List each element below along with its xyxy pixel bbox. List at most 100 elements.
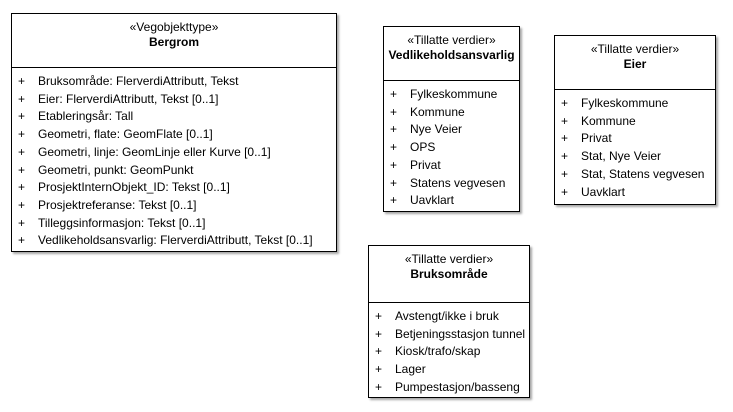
attribute-row: + Betjeningsstasjon tunnel (369, 326, 529, 344)
attribute-row: + Etableringsår: Tall (12, 108, 336, 126)
attribute-list: +Bruksområde: FlerverdiAttributt, Tekst+… (12, 68, 336, 250)
attribute-row: + OPS (384, 139, 519, 157)
class-name: Eier (623, 57, 647, 71)
class-box-eier[interactable]: «Tillatte verdier» Eier + Fylkeskommune + K… (554, 35, 716, 205)
attribute-row: + Privat (384, 157, 519, 175)
attribute-row: + Eier: FlerverdiAttributt, Tekst [0..1] (12, 91, 336, 109)
visibility-marker: + (375, 344, 383, 359)
attribute-row: +Lager (369, 361, 529, 379)
attribute-text: Eier: FlerverdiAttributt, Tekst [0..1] (38, 91, 219, 106)
attribute-row: + Vedlikeholdsansvarlig: FlerverdiAttribu… (12, 232, 336, 250)
attribute-text: Privat (581, 131, 612, 146)
class-name: Vedlikeholdsansvarlig (388, 48, 515, 62)
attribute-row: + Kommune (384, 104, 519, 122)
attribute-text: Prosjektreferanse: Tekst [0..1] (38, 197, 197, 212)
visibility-marker: + (390, 87, 398, 101)
attribute-row: + Geometri, flate: GeomFlate [0..1] (12, 126, 336, 144)
visibility-marker: + (561, 113, 569, 128)
attribute-row: + Fylkeskommune (384, 86, 519, 104)
visibility-marker: + (18, 144, 26, 159)
attribute-text: Geometri, linje: GeomLinje eller Kurve [… (38, 144, 271, 159)
attribute-text: Privat (410, 157, 441, 172)
attribute-text: Fylkeskommune (410, 87, 498, 101)
attribute-text: Statens vegvesen (410, 175, 506, 190)
attribute-text: Stat, Nye Veier (581, 149, 662, 164)
attribute-text: Avstengt/ikke i bruk (395, 309, 499, 323)
attribute-text: Kiosk/trafo/skap (395, 344, 481, 359)
visibility-marker: + (390, 104, 398, 119)
visibility-marker: + (18, 127, 26, 142)
visibility-marker: + (390, 140, 398, 155)
visibility-marker: + (18, 180, 26, 195)
attribute-row: + Kommune (555, 113, 715, 131)
visibility-marker: + (18, 215, 26, 230)
attribute-row: + Nye Veier (384, 121, 519, 139)
attribute-text: Etableringsår: Tall (38, 109, 134, 124)
attribute-list: + Fylkeskommune + Kommune + Nye Veier + OPS + Pri… (384, 81, 519, 210)
attribute-row: + Stat, Nye Veier (555, 148, 715, 166)
attribute-text: Stat, Statens vegvesen (581, 166, 705, 181)
attribute-text: ProsjektInternObjekt_ID: Tekst [0..1] (38, 180, 230, 195)
class-header: «Tillatte verdier» Vedlikeholdsansvarlig (384, 27, 519, 81)
attribute-row: +Uavklart (384, 192, 519, 210)
visibility-marker: + (561, 166, 569, 181)
attribute-row: + Stat, Statens vegvesen (555, 166, 715, 184)
attribute-row: + Fylkeskommune (555, 95, 715, 113)
attribute-row: + Tilleggsinformasjon: Tekst [0..1] (12, 215, 336, 233)
visibility-marker: + (18, 91, 26, 106)
attribute-text: Kommune (581, 113, 636, 128)
attribute-row: + Pumpestasjon/basseng (369, 379, 529, 397)
attribute-text: Bruksområde: FlerverdiAttributt, Tekst (38, 74, 239, 88)
visibility-marker: + (390, 122, 398, 137)
attribute-row: + Avstengt/ikke i bruk (369, 308, 529, 326)
visibility-marker: + (18, 162, 26, 177)
attribute-row: + Prosjektreferanse: Tekst [0..1] (12, 197, 336, 215)
visibility-marker: + (390, 157, 398, 172)
class-header: «Tillatte verdier» Bruksområde (369, 246, 529, 303)
attribute-text: Kommune (410, 104, 465, 119)
stereotype-label: «Tillatte verdier» (404, 252, 494, 266)
attribute-text: Geometri, punkt: GeomPunkt (38, 162, 194, 177)
attribute-row: + Privat (555, 130, 715, 148)
class-name: Bergrom (148, 35, 199, 49)
attribute-row: +Uavklart (555, 184, 715, 202)
attribute-text: OPS (410, 140, 436, 155)
stereotype-label: «Tillatte verdier» (407, 33, 496, 47)
visibility-marker: + (18, 197, 26, 212)
attribute-list: + Fylkeskommune + Kommune + Privat + Stat, Nye … (555, 90, 715, 201)
visibility-marker: + (390, 175, 398, 190)
attribute-row: + Geometri, linje: GeomLinje eller Kurve … (12, 144, 336, 162)
attribute-text: Tilleggsinformasjon: Tekst [0..1] (38, 215, 206, 230)
visibility-marker: + (375, 326, 383, 341)
visibility-marker: + (561, 96, 569, 110)
stereotype-label: «Vegobjekttype» (129, 20, 219, 34)
class-box-vedlikeholdsansvarlig[interactable]: «Tillatte verdier» Vedlikeholdsansvarlig… (383, 26, 520, 212)
attribute-text: Lager (395, 362, 426, 377)
visibility-marker: + (561, 131, 569, 146)
visibility-marker: + (375, 309, 383, 323)
class-box-bruksomrade[interactable]: «Tillatte verdier» Bruksområde + Avstengt… (368, 245, 530, 398)
attribute-text: Nye Veier (410, 122, 463, 137)
attribute-list: + Avstengt/ikke i bruk + Betjeningsstasjon … (369, 303, 529, 397)
attribute-row: + Statens vegvesen (384, 175, 519, 193)
attribute-text: Fylkeskommune (581, 96, 669, 110)
visibility-marker: + (375, 379, 383, 394)
attribute-text: Betjeningsstasjon tunnel (395, 326, 526, 341)
class-header: «Vegobjekttype» Bergrom (12, 14, 336, 68)
attribute-row: + Bruksområde: FlerverdiAttributt, Tekst (12, 73, 336, 91)
attribute-text: Geometri, flate: GeomFlate [0..1] (38, 127, 213, 142)
attribute-row: + Geometri, punkt: GeomPunkt (12, 162, 336, 180)
visibility-marker: + (561, 149, 569, 164)
class-header: «Tillatte verdier» Eier (555, 36, 715, 90)
class-name: Bruksområde (410, 267, 488, 281)
attribute-text: Pumpestasjon/basseng (395, 379, 520, 394)
visibility-marker: + (18, 109, 26, 124)
visibility-marker: + (561, 184, 569, 199)
visibility-marker: + (18, 74, 26, 88)
visibility-marker: + (18, 233, 26, 248)
attribute-text: Vedlikeholdsansvarlig: FlerverdiAttribut… (38, 233, 313, 248)
attribute-row: + Kiosk/trafo/skap (369, 343, 529, 361)
visibility-marker: + (390, 193, 398, 208)
stereotype-label: «Tillatte verdier» (590, 42, 680, 56)
class-box-bergrom[interactable]: «Vegobjekttype» Bergrom + Bruksområde: Fl… (11, 13, 337, 252)
